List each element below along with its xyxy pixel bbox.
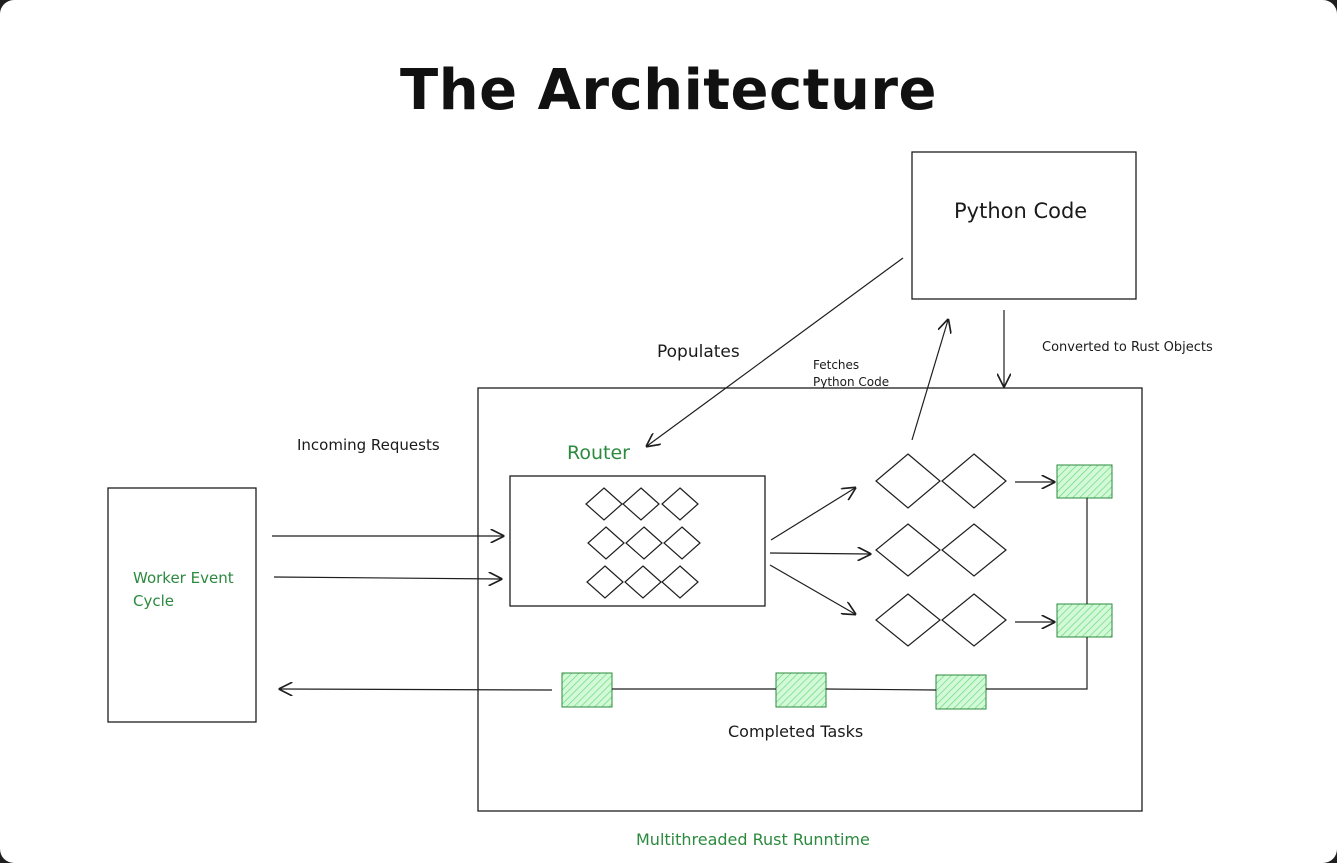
router-label: Router xyxy=(567,442,630,464)
fetches-label-line2: Python Code xyxy=(813,375,890,389)
worker-event-cycle-box xyxy=(107,487,257,723)
task-chain-line-1 xyxy=(825,688,937,691)
converted-label: Converted to Rust Objects xyxy=(1042,340,1213,355)
task-box xyxy=(775,672,827,708)
worker-label-line2: Cycle xyxy=(133,592,174,610)
runtime-box xyxy=(477,387,1143,812)
incoming-requests-label: Incoming Requests xyxy=(297,436,440,454)
fetches-label-line1: Fetches xyxy=(813,358,860,372)
python-code-box xyxy=(911,151,1137,300)
task-box xyxy=(1056,464,1113,499)
router-arrow-top xyxy=(770,488,855,541)
worker-label-line1: Worker Event xyxy=(133,569,234,587)
worker-diamonds xyxy=(875,453,1007,647)
task-boxes xyxy=(561,464,1113,710)
router-box xyxy=(509,475,766,607)
completed-tasks-label: Completed Tasks xyxy=(728,722,864,741)
task-box xyxy=(561,672,613,708)
fetches-arrow xyxy=(911,320,948,441)
populates-arrow xyxy=(647,257,904,446)
task-box xyxy=(935,674,987,710)
page-title: The Architecture xyxy=(400,58,937,123)
task-box xyxy=(1056,603,1113,638)
incoming-arrow-2 xyxy=(273,577,501,579)
populates-label: Populates xyxy=(657,342,740,362)
router-arrow-mid xyxy=(769,553,870,554)
runtime-label: Multithreaded Rust Runntime xyxy=(636,830,870,849)
return-arrow xyxy=(280,689,553,690)
router-diamonds xyxy=(585,487,701,599)
router-arrow-bottom xyxy=(769,564,855,614)
task-connector-return xyxy=(986,637,1088,690)
python-code-label: Python Code xyxy=(954,199,1088,223)
